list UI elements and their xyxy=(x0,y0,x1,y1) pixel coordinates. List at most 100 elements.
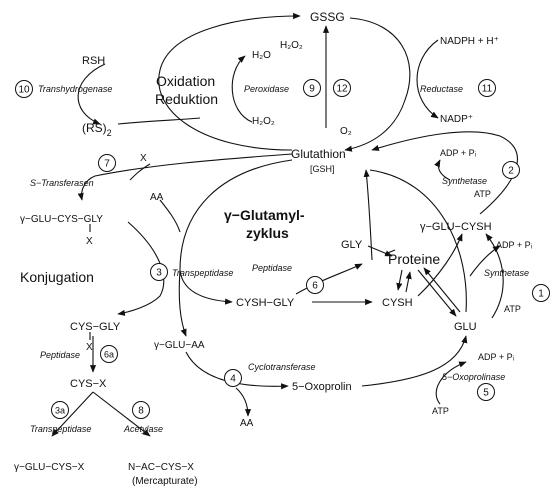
enzyme-synthetase-2: Synthetase xyxy=(442,176,487,186)
gamma-glu-aa-label: γ−GLU−AA xyxy=(154,340,205,351)
rsh-label: RSH xyxy=(82,55,105,67)
reduktion-label: Reduktion xyxy=(155,91,218,107)
step-4: 4 xyxy=(230,374,236,385)
arrow-x-input xyxy=(129,163,151,181)
arrow-to-gamma-glu-aa xyxy=(178,269,187,337)
arrow-gsh-to-conjugate xyxy=(77,153,293,201)
gssg-label: GSSG xyxy=(310,10,345,24)
arrow-aa-release xyxy=(235,387,252,417)
cysh-gly-label: CYSH−GLY xyxy=(236,297,295,309)
nadp-label: NADP⁺ xyxy=(440,114,473,125)
section-labels: Oxidation Reduktion γ−Glutamyl- zyklus K… xyxy=(20,73,305,285)
n-ac-cys-x-label: N−AC−CYS−X xyxy=(128,462,194,473)
o2-label: O₂ xyxy=(340,126,352,137)
reaction-arrows xyxy=(51,12,518,437)
arrow-rsh-rs2 xyxy=(77,63,106,125)
adp-pi-3-label: ADP + Pᵢ xyxy=(478,352,514,362)
arrow-gsh-to-cysgly xyxy=(179,159,293,305)
arrow-proteine-glu-b xyxy=(423,267,461,313)
h2o-left-label: H₂O xyxy=(252,50,271,61)
step-7: 7 xyxy=(104,159,110,170)
glutathion-label: Glutathion xyxy=(291,147,346,161)
arrow-synthetase-1 xyxy=(485,233,504,319)
gsh-label: [GSH] xyxy=(310,164,335,174)
step-12: 12 xyxy=(336,84,348,95)
mercapturate-label: (Mercapturate) xyxy=(132,476,198,487)
gamma-glutamyl-zyklus-line2: zyklus xyxy=(246,225,289,241)
nadph-label: NADPH + H⁺ xyxy=(440,36,499,47)
enzyme-reductase: Reductase xyxy=(420,84,463,94)
step-11: 11 xyxy=(482,84,493,95)
step-3a: 3a xyxy=(55,406,65,416)
konjugation-label: Konjugation xyxy=(20,269,94,285)
enzyme-transpeptidase-1: Transpeptidase xyxy=(172,268,233,278)
gamma-glu-cys-gly-label: γ−GLU−CYS−GLY xyxy=(20,214,103,225)
oxidation-label: Oxidation xyxy=(156,73,215,89)
proteine-label: Proteine xyxy=(388,251,440,267)
adp-pi-1-label: ADP + Pᵢ xyxy=(440,148,476,158)
x-top-label: X xyxy=(140,153,147,164)
arrow-adp-pi-1 xyxy=(434,159,451,181)
cys-gly-label: CYS−GLY xyxy=(70,321,121,333)
enzyme-cyclotransferase: Cyclotransferase xyxy=(248,362,316,372)
step-6: 6 xyxy=(312,281,318,292)
enzyme-transpeptidase-2: Transpeptidase xyxy=(30,424,91,434)
arrow-oxoprolin-to-glu xyxy=(361,335,468,387)
cysh-label: CYSH xyxy=(382,297,413,309)
step-markers: 10 9 12 11 7 2 3 6 1 6a 4 5 3a 8 xyxy=(15,79,550,419)
gamma-glu-cysh-label: γ−GLU−CYSH xyxy=(420,221,492,233)
enzyme-transhydrogenase: Transhydrogenase xyxy=(38,84,112,94)
h2o2-left-label: H₂O₂ xyxy=(252,116,275,127)
step-2: 2 xyxy=(508,166,514,177)
enzyme-labels: Transhydrogenase Peroxidase Reductase S−… xyxy=(30,84,529,434)
enzyme-acetylase: Acetylase xyxy=(123,424,163,434)
arrow-gsh-to-gssg-left xyxy=(158,12,301,151)
arrow-transpeptidase-1 xyxy=(117,221,165,316)
gamma-glu-cys-x-label: γ−GLU−CYS−X xyxy=(14,462,85,473)
arrow-peroxidase xyxy=(231,55,253,123)
gamma-glutamyl-zyklus-line1: γ−Glutamyl- xyxy=(224,207,305,223)
arrow-cysx-to-gglucysx xyxy=(51,391,94,437)
h2o2-top-label: H₂O₂ xyxy=(280,40,303,51)
enzyme-s-transferasen: S−Transferasen xyxy=(30,178,94,188)
gly-label: GLY xyxy=(341,239,363,251)
step-9: 9 xyxy=(309,84,315,95)
enzyme-peroxidase: Peroxidase xyxy=(244,84,289,94)
step-10: 10 xyxy=(18,85,30,96)
step-1: 1 xyxy=(538,289,544,300)
glu-label: GLU xyxy=(454,321,477,333)
arrow-adp-pi-2 xyxy=(469,245,501,277)
step-6a: 6a xyxy=(104,350,114,360)
arrow-proteine-cysh-a xyxy=(396,269,403,291)
x-1-label: X xyxy=(86,236,93,247)
arrow-synthetase-2 xyxy=(371,131,518,215)
atp-2-label: ATP xyxy=(504,304,521,314)
arrow-cycle-right xyxy=(369,169,467,313)
atp-3-label: ATP xyxy=(432,406,449,416)
compound-labels: GSSG RSH (RS)2 H₂O H₂O₂ H₂O₂ O₂ NADPH + … xyxy=(14,10,532,487)
adp-pi-2-label: ADP + Pᵢ xyxy=(496,240,532,250)
aa-top-label: AA xyxy=(150,192,164,203)
rs2-label: (RS)2 xyxy=(82,121,112,138)
oxoprolin-label: 5−Oxoprolin xyxy=(292,381,352,393)
cys-x-label: CYS−X xyxy=(70,378,107,390)
arrow-aa-gsh xyxy=(159,199,181,233)
enzyme-peptidase-2: Peptidase xyxy=(40,350,80,360)
atp-1-label: ATP xyxy=(474,189,491,199)
arrow-proteine-gly-b xyxy=(367,245,393,257)
step-3: 3 xyxy=(156,268,162,279)
enzyme-synthetase-1: Synthetase xyxy=(484,268,529,278)
arrow-peptidase-6 xyxy=(295,263,363,295)
arrow-proteine-glu-a xyxy=(417,269,457,317)
step-8: 8 xyxy=(138,406,144,417)
step-5: 5 xyxy=(483,388,489,399)
aa-bottom-label: AA xyxy=(240,418,254,429)
enzyme-oxoprolinase: 5−Oxoprolinase xyxy=(442,372,505,382)
x-2-label: X xyxy=(86,342,93,353)
arrow-gssg-to-gsh-right xyxy=(344,17,411,152)
arrow-nadph-nadp xyxy=(416,39,439,119)
arrow-adp-pi-3 xyxy=(435,361,467,405)
arrow-cysx-to-nac xyxy=(92,391,151,437)
